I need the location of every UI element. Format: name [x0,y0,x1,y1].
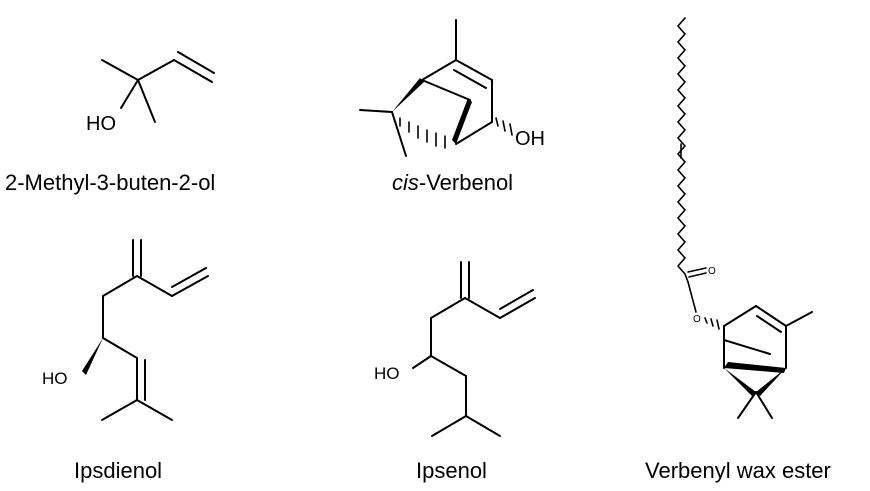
hydroxyl-label: HO [86,113,116,135]
name-prefix: cis [392,170,419,195]
terminal-methyl-bond [101,399,138,421]
ring-bond [723,305,757,327]
hashed-bond [399,117,446,149]
vinyl-double-bond [499,289,534,310]
ring-bond [455,121,493,145]
hydroxyl-label: HO [374,364,400,383]
carbon-skeleton [101,59,175,81]
bridge-bond [421,79,471,101]
hydroxyl-label: HO [42,369,68,388]
c-o-bond [120,79,139,109]
chain-bond [102,337,138,359]
chain-bond [430,355,467,377]
isopropyl-bond [465,415,501,437]
carbonyl-double-bond [688,272,707,278]
methyl-bond [785,311,813,327]
carbonyl-bond [687,267,707,273]
structure-ipsenol: HO Ipsenol [374,261,536,483]
carbonyl-oxygen-label: O [708,266,716,277]
structure-ipsdienol: HO Ipsdienol [42,239,209,483]
wedge-bond [392,78,424,112]
bridge-wedge [724,368,756,396]
hydroxyl-wedge [82,338,103,375]
vinyl-double-bond [177,51,215,74]
vinyl-bond [171,275,209,297]
name-ipsdienol: Ipsdienol [74,458,162,483]
bridge-wedge [452,98,472,144]
vinyl-double-bond [171,267,207,288]
hashed-ester-bond [704,317,720,330]
gem-methyl-bond [359,109,393,113]
ester-bond [687,281,697,313]
hashed-oh-bond [495,117,513,136]
chain-bond [102,275,138,297]
double-bond [455,59,493,81]
gem-methyl-bond [391,111,407,157]
ring-bond [421,59,457,81]
gem-methyl-bond [737,391,757,419]
name-suffix: -Verbenol [419,170,513,195]
vinyl-bond [173,59,213,83]
double-bond-inner [756,315,782,333]
chain-bond [430,297,466,319]
bridge-wedge [756,368,786,396]
double-bond [755,305,787,327]
c-o-bond [412,355,432,369]
hydroxyl-label: OH [515,128,545,150]
gem-methyl-bond [755,391,773,419]
bridge-wedge [724,362,786,373]
name-cis-verbenol: cis-Verbenol [392,170,513,195]
chain-bond [136,275,173,297]
double-bond-inner [453,69,487,89]
structure-2-methyl-3-buten-2-ol: HO 2-Methyl-3-buten-2-ol [5,51,215,195]
methyl-bond [137,79,156,123]
vinyl-bond [499,297,536,319]
fatty-acyl-chain [677,17,689,283]
isopropyl-bond [431,415,467,437]
name-2-methyl-3-buten-2-ol: 2-Methyl-3-buten-2-ol [5,170,215,195]
bridge-bond [723,339,771,355]
name-verbenyl-wax-ester: Verbenyl wax ester [645,458,831,483]
terminal-methyl-bond [136,399,173,421]
structure-cis-verbenol: OH cis-Verbenol [359,19,545,195]
structure-verbenyl-wax-ester: O O Verbenyl wax ester [645,17,831,483]
chain-bond [464,297,501,319]
ester-oxygen-label: O [693,314,701,325]
name-ipsenol: Ipsenol [416,458,487,483]
